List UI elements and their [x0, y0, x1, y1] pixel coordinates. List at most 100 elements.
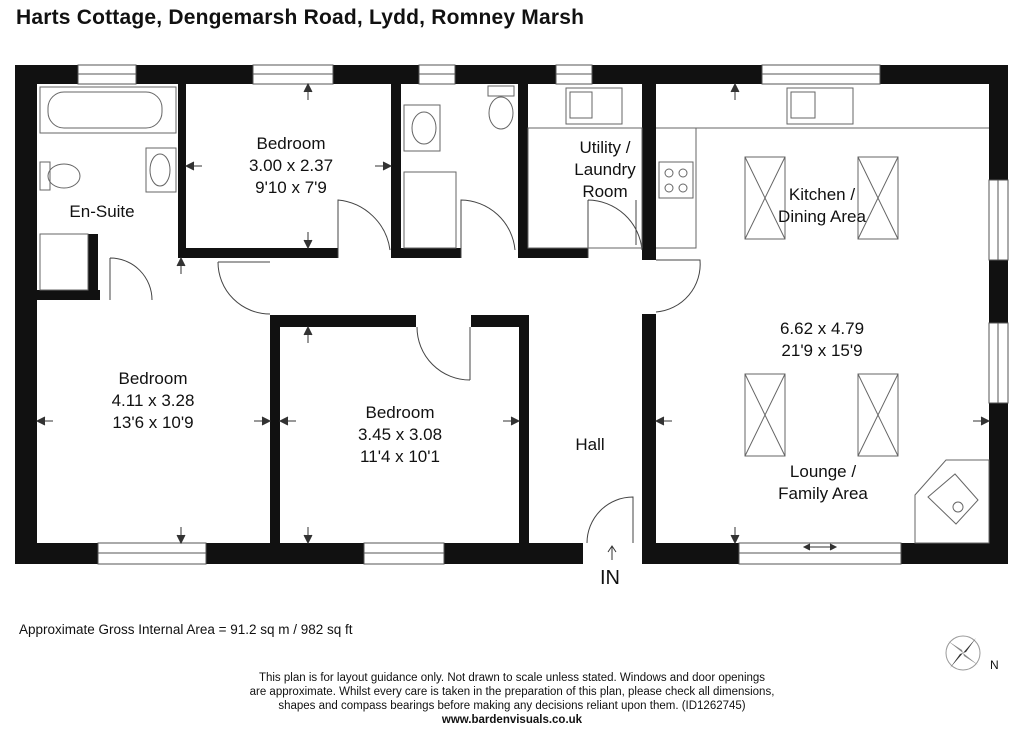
- wall-bed-mid-right: [519, 315, 529, 544]
- entrance-arrow: [607, 545, 617, 560]
- wall-right: [989, 65, 1008, 564]
- utility-line: Utility /: [579, 138, 631, 157]
- room-name: Bedroom: [256, 134, 326, 153]
- dim-arrow: [176, 256, 186, 274]
- hall-name: Hall: [575, 435, 605, 454]
- room-imperial: 9'10 x 7'9: [255, 178, 327, 197]
- room-metric: 4.11 x 3.28: [111, 391, 195, 410]
- shower-bathroom-icon: [403, 171, 457, 249]
- door-bed-mid: [416, 326, 471, 381]
- wall-bottom-right: [642, 543, 739, 564]
- dim-arrow: [303, 325, 313, 343]
- door-ensuite: [109, 257, 153, 301]
- dim-arrow: [973, 416, 991, 426]
- room-metric: 3.45 x 3.08: [357, 425, 443, 444]
- wall-bed-mid-top-b: [471, 315, 529, 327]
- room-imperial: 11'4 x 10'1: [360, 447, 440, 466]
- disclaimer-line: This plan is for layout guidance only. N…: [258, 672, 766, 684]
- dim-arrow: [278, 416, 296, 426]
- lounge-label: Lounge / Family Area: [778, 461, 868, 505]
- dim-arrow: [503, 416, 521, 426]
- bedroom-mid-label: Bedroom 3.45 x 3.08 11'4 x 10'1: [358, 402, 442, 468]
- website-link[interactable]: www.bardenvisuals.co.uk: [441, 714, 583, 726]
- kitchen-line: Kitchen /: [788, 185, 856, 204]
- worktop-utility: [527, 127, 643, 249]
- dim-arrow: [303, 82, 313, 100]
- sink-utility-icon: [565, 87, 623, 125]
- ensuite-label: En-Suite: [69, 201, 134, 223]
- north-label: N: [990, 658, 999, 672]
- toilet-ensuite-icon: [39, 161, 51, 191]
- room-imperial: 13'6 x 10'9: [112, 413, 194, 432]
- page-title: Harts Cottage, Dengemarsh Road, Lydd, Ro…: [16, 6, 585, 29]
- shower-ensuite-icon: [39, 233, 89, 291]
- bedroom-left-label: Bedroom 4.11 x 3.28 13'6 x 10'9: [112, 368, 195, 434]
- room-metric: 6.62 x 4.79: [779, 319, 865, 338]
- fireplace-icon: [914, 459, 990, 544]
- utility-line: Laundry: [574, 160, 636, 179]
- skylight-4: [857, 373, 899, 457]
- hall-label: Hall: [575, 434, 604, 456]
- skylight-1: [744, 156, 786, 240]
- utility-line: Room: [582, 182, 628, 201]
- bedroom-top-label: Bedroom 3.00 x 2.37 9'10 x 7'9: [249, 133, 333, 199]
- dim-arrow: [176, 527, 186, 545]
- bath-icon: [39, 86, 177, 134]
- door-entrance: [586, 496, 634, 544]
- disclaimer-line: are approximate. Whilst every care is ta…: [249, 686, 775, 698]
- patio-slide-arrow: [802, 543, 838, 551]
- room-name: Bedroom: [118, 369, 188, 388]
- door-bed-top: [337, 199, 391, 258]
- room-name: Bedroom: [365, 403, 435, 422]
- compass-rose-icon: [940, 630, 986, 681]
- wall-corridor-top-a: [178, 248, 338, 258]
- door-kitchen: [655, 259, 701, 313]
- wall-utility-left: [518, 84, 528, 258]
- entrance-label: IN: [600, 567, 620, 589]
- worktop-kitchen: [656, 127, 989, 249]
- utility-label: Utility / Laundry Room: [574, 137, 635, 203]
- dim-arrow: [654, 416, 672, 426]
- skylight-2: [857, 156, 899, 240]
- wall-bathroom-left: [391, 84, 401, 258]
- wall-left: [15, 65, 37, 564]
- dim-arrow: [303, 527, 313, 545]
- wall-utility-bottom: [518, 248, 588, 258]
- wall-bed-mid-top-a: [270, 315, 416, 327]
- dim-arrow: [184, 161, 202, 171]
- wall-shower-side: [88, 234, 98, 299]
- dim-arrow: [35, 416, 53, 426]
- room-metric: 3.00 x 2.37: [248, 156, 334, 175]
- kitchen-label: Kitchen / Dining Area: [778, 184, 866, 228]
- disclaimer: This plan is for layout guidance only. N…: [250, 671, 775, 727]
- wall-ensuite-bottom: [37, 290, 100, 300]
- wall-ensuite-right: [178, 84, 186, 258]
- basin-ensuite-icon: [145, 147, 177, 193]
- room-imperial: 21'9 x 15'9: [781, 341, 863, 360]
- dim-arrow: [254, 416, 272, 426]
- disclaimer-line: shapes and compass bearings before makin…: [278, 700, 746, 712]
- wall-bed-left-right: [270, 315, 280, 544]
- wall-kitchen-left: [642, 84, 656, 260]
- kitchen-line: Dining Area: [778, 207, 866, 226]
- lounge-line: Lounge /: [789, 462, 857, 481]
- skylight-3: [744, 373, 786, 457]
- wall-bathroom-bottom: [391, 248, 461, 258]
- basin-bathroom-icon: [403, 104, 441, 152]
- dim-arrow: [730, 527, 740, 545]
- hob-icon: [658, 161, 694, 199]
- dim-arrow: [730, 82, 740, 100]
- door-bed-left: [217, 261, 271, 315]
- dim-arrow: [303, 232, 313, 250]
- lounge-line: Family Area: [778, 484, 868, 503]
- toilet-bathroom-icon: [487, 85, 515, 97]
- ensuite-name: En-Suite: [69, 202, 135, 221]
- door-utility: [587, 199, 643, 258]
- dim-arrow: [375, 161, 393, 171]
- gross-area: Approximate Gross Internal Area = 91.2 s…: [19, 622, 353, 637]
- open-plan-dims: 6.62 x 4.79 21'9 x 15'9: [780, 318, 864, 362]
- sink-kitchen-icon: [786, 87, 854, 125]
- door-bathroom: [460, 199, 516, 258]
- wall-lounge-left: [642, 314, 656, 563]
